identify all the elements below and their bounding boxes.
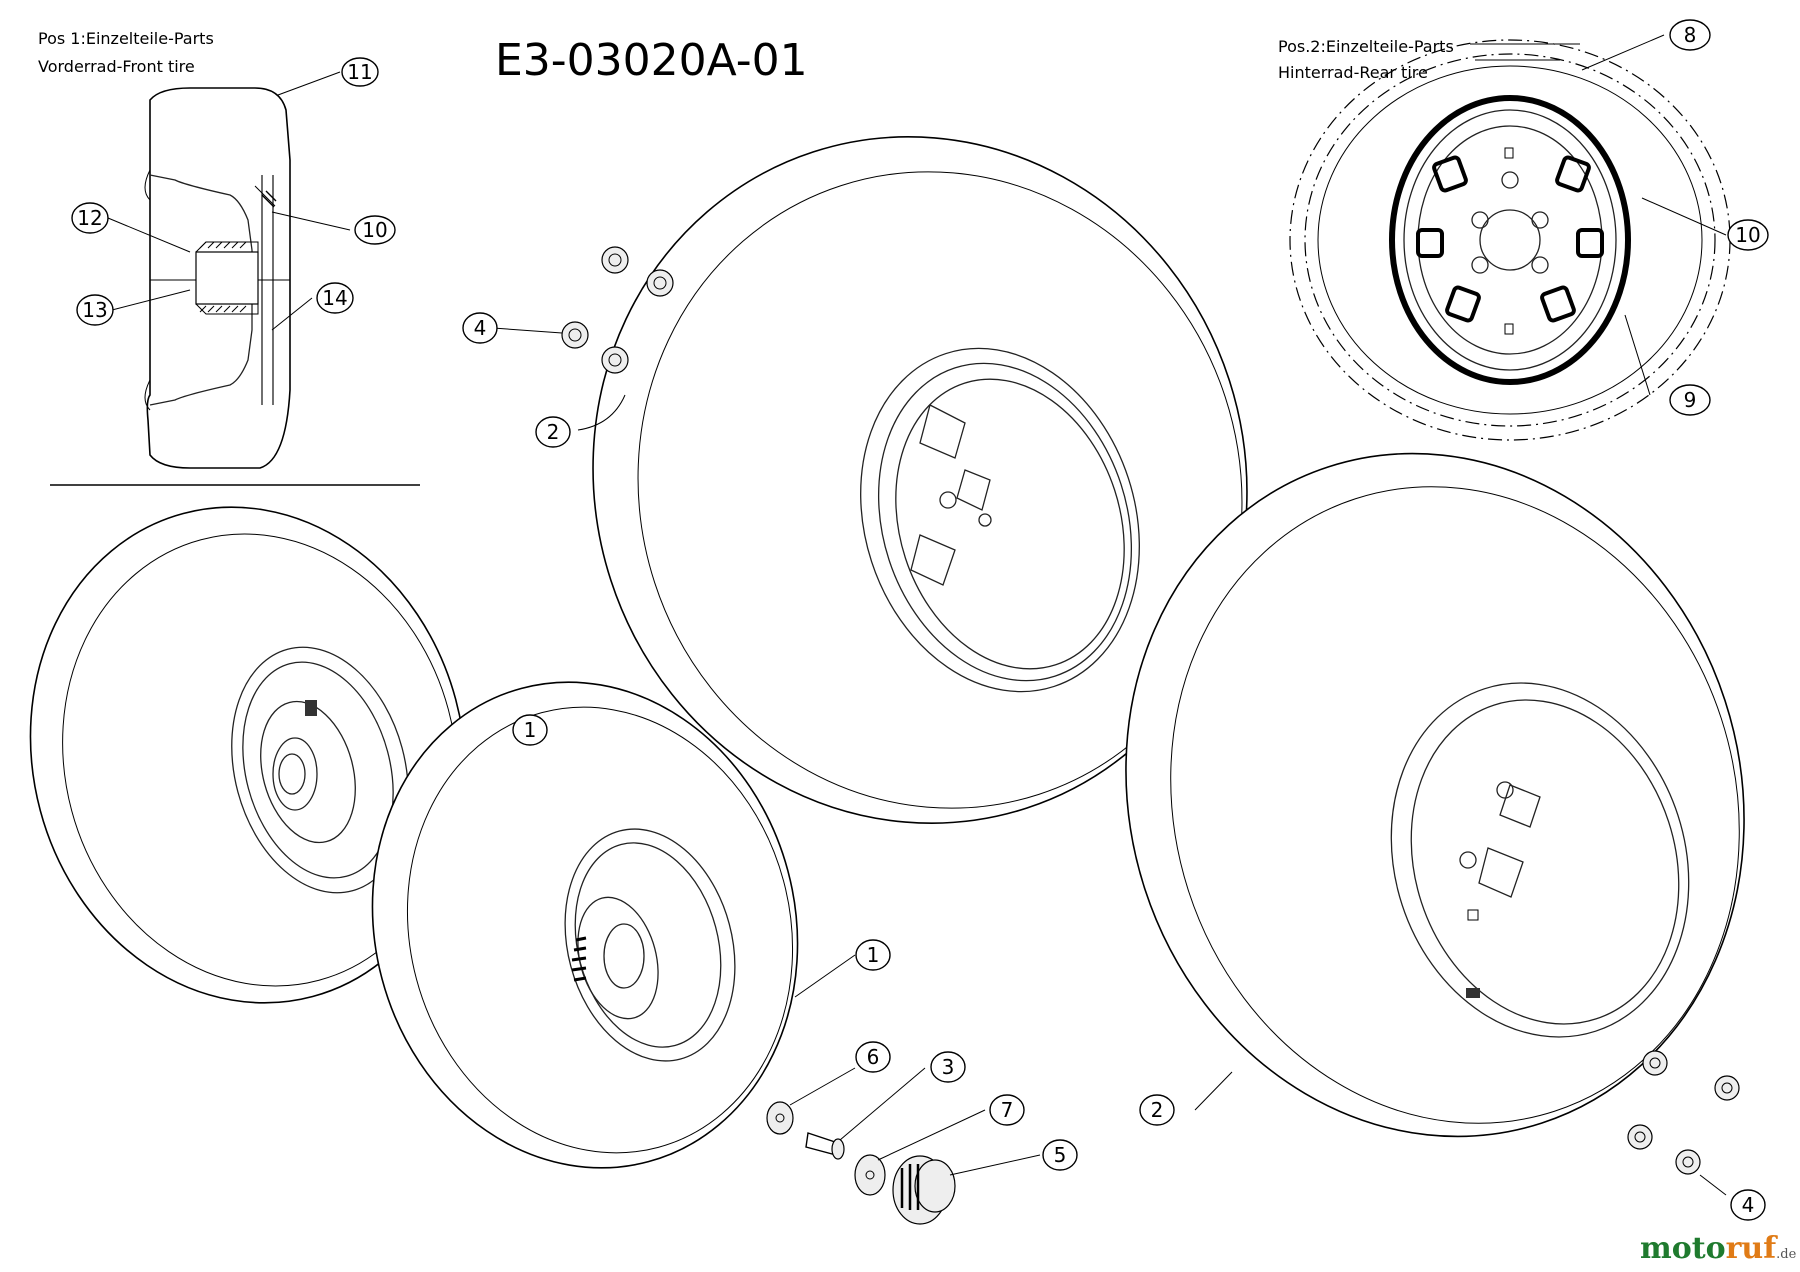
callout-4b-number: 4 bbox=[1742, 1193, 1755, 1217]
callout-6-number: 6 bbox=[867, 1045, 880, 1069]
callout-1b: 1 bbox=[855, 939, 891, 971]
callout-12-number: 12 bbox=[77, 206, 102, 230]
callout-7-number: 7 bbox=[1001, 1098, 1014, 1122]
leader-12 bbox=[107, 217, 191, 253]
callout-1b-number: 1 bbox=[867, 943, 880, 967]
callout-12: 12 bbox=[71, 202, 109, 234]
callout-13: 13 bbox=[76, 294, 114, 326]
leader-2b bbox=[1194, 1071, 1233, 1111]
callout-1a-number: 1 bbox=[524, 718, 537, 742]
callout-10b: 10 bbox=[1727, 219, 1769, 251]
leader-4a bbox=[492, 327, 563, 334]
leader-13 bbox=[111, 289, 191, 311]
callout-4a-number: 4 bbox=[474, 316, 487, 340]
callout-14: 14 bbox=[316, 282, 354, 314]
leader-10b bbox=[1641, 197, 1727, 236]
leader-11 bbox=[277, 71, 341, 96]
callout-7: 7 bbox=[989, 1094, 1025, 1126]
pos2-label-line1: Pos.2:Einzelteile-Parts bbox=[1278, 37, 1454, 56]
callout-9: 9 bbox=[1669, 384, 1711, 416]
callout-10a-number: 10 bbox=[362, 218, 387, 242]
pos1-label-line2: Vorderrad-Front tire bbox=[38, 57, 195, 76]
callout-1a: 1 bbox=[512, 714, 548, 746]
front-wheel-cross-section bbox=[144, 87, 291, 469]
wheel-nuts-top bbox=[561, 246, 674, 374]
callout-10b-number: 10 bbox=[1735, 223, 1760, 247]
leader-8 bbox=[1581, 34, 1665, 71]
leader-14 bbox=[271, 297, 313, 331]
callout-6: 6 bbox=[855, 1041, 891, 1073]
leader-3 bbox=[839, 1067, 926, 1141]
callout-2a-number: 2 bbox=[547, 420, 560, 444]
pos2-underline bbox=[1470, 43, 1580, 61]
leader-7 bbox=[877, 1109, 986, 1161]
leader-10a bbox=[271, 211, 351, 231]
callout-8-number: 8 bbox=[1684, 23, 1697, 47]
callout-10a: 10 bbox=[354, 215, 396, 245]
front-wheel-bottom bbox=[371, 681, 799, 1169]
hub-small-parts bbox=[766, 1101, 956, 1225]
callout-2a: 2 bbox=[535, 416, 571, 448]
callout-8: 8 bbox=[1669, 19, 1711, 51]
wheel-nuts-bottom bbox=[1627, 1050, 1740, 1175]
front-wheel-left bbox=[29, 506, 467, 1004]
callout-3-number: 3 bbox=[942, 1055, 955, 1079]
leader-2a bbox=[577, 394, 626, 431]
watermark-suffix: .de bbox=[1776, 1247, 1796, 1262]
diagram-title: E3-03020A-01 bbox=[495, 35, 808, 86]
callout-4b: 4 bbox=[1730, 1189, 1766, 1221]
callout-5: 5 bbox=[1042, 1139, 1078, 1171]
rear-wheel-face-view bbox=[1289, 39, 1731, 441]
watermark-part1: moto bbox=[1640, 1231, 1726, 1266]
leader-6 bbox=[789, 1067, 856, 1106]
leader-4b bbox=[1699, 1174, 1727, 1196]
watermark-part2: ruf bbox=[1726, 1231, 1779, 1266]
leader-5 bbox=[949, 1154, 1041, 1176]
leader-9 bbox=[1624, 314, 1651, 396]
callout-4a: 4 bbox=[462, 312, 498, 344]
callout-9-number: 9 bbox=[1684, 388, 1697, 412]
rear-wheel-large bbox=[592, 136, 1248, 824]
callout-3: 3 bbox=[930, 1051, 966, 1083]
callout-11: 11 bbox=[341, 57, 379, 87]
callout-13-number: 13 bbox=[82, 298, 107, 322]
pos2-label-line2: Hinterrad-Rear tire bbox=[1278, 63, 1428, 82]
rear-wheel-right bbox=[1125, 452, 1745, 1138]
motoruf-watermark: motoruf.de bbox=[1640, 1231, 1797, 1266]
svg-text:motoruf.de: motoruf.de bbox=[1640, 1231, 1797, 1266]
callout-5-number: 5 bbox=[1054, 1143, 1067, 1167]
callout-14-number: 14 bbox=[322, 286, 347, 310]
callout-2b: 2 bbox=[1139, 1094, 1175, 1126]
leader-1b bbox=[794, 954, 856, 998]
pos1-label-line1: Pos 1:Einzelteile-Parts bbox=[38, 29, 214, 48]
callout-2b-number: 2 bbox=[1151, 1098, 1164, 1122]
callout-11-number: 11 bbox=[347, 60, 372, 84]
